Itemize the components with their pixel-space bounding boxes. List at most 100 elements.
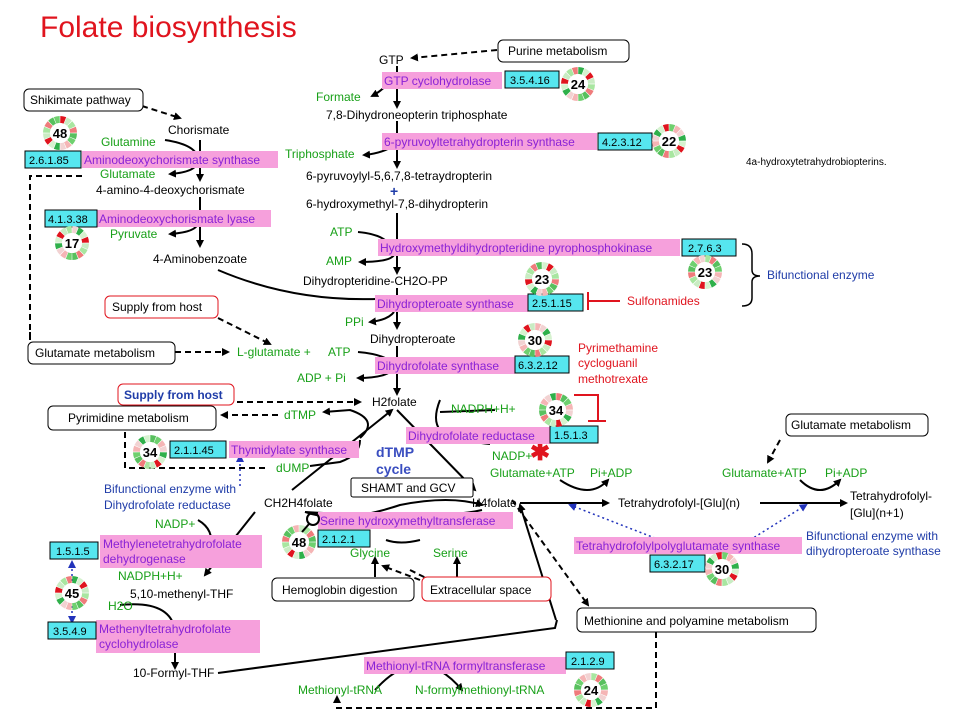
enzyme-aminodeoxychorismate-synthase[interactable]: Aminodeoxychorismate synthase 2.6.1.85	[24, 150, 278, 169]
donut-segment	[698, 281, 705, 289]
donut-segment	[709, 256, 717, 265]
donut-segment	[60, 250, 68, 259]
box-supply-from-host-2[interactable]: Supply from host	[117, 383, 235, 406]
box-label: SHAMT and GCV	[361, 481, 455, 495]
donut-segment	[67, 137, 76, 145]
ec-number: 1.5.1.3	[554, 430, 588, 442]
box-shamt-gcv[interactable]: SHAMT and GCV	[350, 477, 474, 498]
donut-segment	[714, 265, 722, 272]
enzyme-methenyltetrahydrofolate-cyclohydrolase[interactable]: Methenyltetrahydrofolate cyclohydrolase …	[47, 620, 260, 653]
ec-number: 2.5.1.15	[532, 298, 572, 310]
donut-segment	[65, 252, 72, 260]
donut-segment	[549, 419, 556, 427]
donut-ptps: 22	[652, 124, 686, 158]
metabolite-nadp-mthfd: NADP+	[155, 517, 195, 531]
box-glutamate-metabolism-right[interactable]: Glutamate metabolism	[785, 413, 929, 437]
donut-segment	[698, 255, 705, 263]
donut-segment	[535, 262, 542, 270]
donut-segment	[535, 349, 542, 357]
ec-number: 4.2.3.12	[602, 137, 642, 149]
enzyme-methionyl-trna-formyltransferase[interactable]: Methionyl-tRNA formyltransferase 2.1.2.9	[364, 651, 615, 674]
metabolite-glycine: Glycine	[350, 546, 390, 560]
enzyme-tetrahydrofolylpolyglutamate-synthase[interactable]: Tetrahydrofolylpolyglutamate synthase 6.…	[574, 537, 802, 573]
ec-number: 1.5.1.5	[56, 546, 90, 558]
plus-sign: +	[390, 183, 398, 199]
box-methionine-polyamine-metabolism[interactable]: Methionine and polyamine metabolism	[576, 607, 817, 633]
enzyme-dihydrofolate-synthase[interactable]: Dihydrofolate synthase 6.3.2.12	[375, 355, 570, 374]
enzyme-dihydropteroate-synthase[interactable]: Dihydropteroate synthase 2.5.1.15	[375, 293, 584, 312]
enzyme-pyruvoyltetrahydropterin-synthase[interactable]: 6-pyruvoyltetrahydropterin synthase 4.2.…	[382, 132, 653, 151]
box-label: Hemoglobin digestion	[282, 583, 397, 597]
box-hemoglobin-digestion[interactable]: Hemoglobin digestion	[271, 577, 415, 602]
donut-segment	[72, 602, 79, 610]
donut-segment	[571, 67, 578, 75]
donut-segment	[159, 452, 167, 459]
box-purine-metabolism[interactable]: Purine metabolism	[497, 39, 630, 63]
donut-center	[525, 330, 545, 350]
metabolite-pi-adp-2: Pi+ADP	[825, 466, 867, 480]
donut-segment	[133, 445, 141, 452]
donut-segment	[688, 265, 696, 272]
enzyme-methylenetetrahydrofolate-dehydrogenase[interactable]: Methylenetetrahydrofolate dehydrogenase …	[49, 535, 262, 568]
box-supply-from-host-1[interactable]: Supply from host	[104, 295, 219, 319]
count-label: 45	[65, 586, 79, 601]
donut-segment	[673, 148, 681, 157]
donut-segment	[549, 393, 556, 401]
donut-segment	[154, 436, 162, 445]
box-shikimate-pathway[interactable]: Shikimate pathway	[23, 88, 144, 112]
donut-segment	[582, 68, 590, 77]
donut-segment	[587, 84, 595, 91]
box-glutamate-metabolism-left[interactable]: Glutamate metabolism	[27, 341, 176, 365]
donut-segment	[587, 77, 595, 84]
enzyme-hppk[interactable]: Hydroxymethyldihydropteridine pyrophosph…	[378, 238, 737, 257]
donut-segment	[595, 674, 603, 683]
enzyme-dihydrofolate-reductase[interactable]: Dihydrofolate reductase 1.5.1.3	[406, 425, 599, 444]
donut-segment	[518, 333, 526, 340]
ec-number: 2.1.1.45	[174, 445, 214, 457]
metabolite-glutamate: Glutamate	[100, 167, 156, 181]
donut-segment	[56, 581, 65, 589]
donut-segment	[722, 552, 729, 560]
donut-center	[289, 532, 309, 552]
metabolite-gtp: GTP	[379, 53, 404, 67]
enzyme-label: Serine hydroxymethyltransferase	[320, 514, 496, 528]
donut-segment	[283, 530, 292, 538]
metabolite-pyruvate: Pyruvate	[110, 227, 158, 241]
donut-segment	[556, 419, 563, 427]
enzyme-gtp-cyclohydrolase[interactable]: GTP cyclohydrolase 3.5.4.16	[382, 70, 560, 89]
donut-segment	[308, 542, 316, 549]
enzyme-serine-hydroxymethyltransferase[interactable]: Serine hydroxymethyltransferase 2.1.2.1	[317, 512, 513, 548]
enzyme-thymidylate-synthase[interactable]: Thymidylate synthase 2.1.1.45	[169, 440, 359, 459]
count-label: 23	[698, 265, 712, 280]
donut-segment	[562, 72, 571, 80]
inhibitor-sulfonamides: Sulfonamides	[627, 294, 700, 308]
metabolite-formate: Formate	[316, 90, 361, 104]
donut-segment	[575, 678, 584, 686]
donut-segment	[579, 674, 587, 683]
count-label: 22	[662, 134, 676, 149]
box-label: Glutamate metabolism	[791, 418, 911, 432]
box-label: Purine metabolism	[508, 44, 607, 58]
ec-number: 2.6.1.85	[29, 155, 69, 167]
dtmp-cycle-label-line1: dTMP	[376, 444, 414, 460]
metabolite-triphosphate: Triphosphate	[285, 147, 355, 161]
count-label: 34	[143, 445, 158, 460]
donut-segment	[678, 134, 686, 141]
count-label: 34	[549, 403, 564, 418]
metabolite-nadph-in: NADPH+H+	[451, 402, 516, 416]
donut-segment	[292, 525, 299, 533]
donut-segment	[542, 328, 551, 336]
donut-segment	[657, 148, 665, 157]
donut-segment	[669, 124, 676, 132]
donut-segment	[150, 461, 157, 469]
donut-center	[546, 400, 566, 420]
donut-segment	[544, 417, 552, 426]
donut-segment	[79, 231, 88, 239]
enzyme-aminodeoxychorismate-lyase[interactable]: Aminodeoxychorismate lyase 4.1.3.38	[44, 209, 271, 228]
donut-segment	[539, 324, 547, 333]
metabolite-h4folate: H4folate	[472, 496, 517, 510]
box-pyrimidine-metabolism[interactable]: Pyrimidine metabolism	[47, 405, 217, 431]
donut-segment	[306, 546, 315, 554]
box-extracellular-space[interactable]: Extracellular space	[421, 576, 552, 602]
donut-segment	[56, 231, 65, 239]
